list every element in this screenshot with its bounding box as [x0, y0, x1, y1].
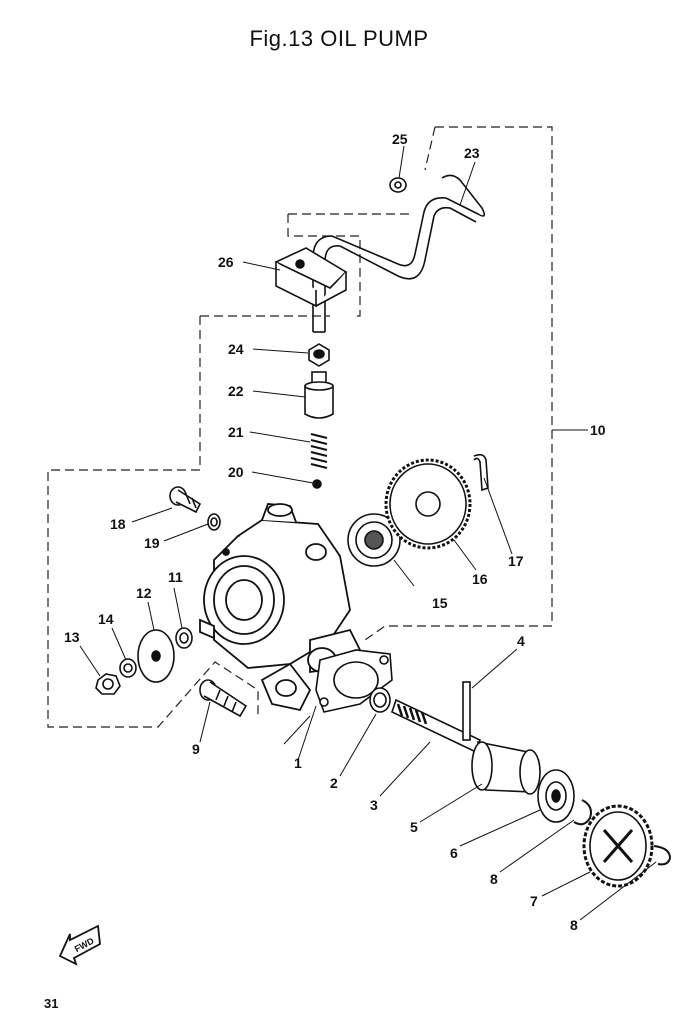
driven-gear-assembly: [347, 453, 489, 567]
callout-6: 6: [450, 845, 458, 861]
callout-22: 22: [228, 383, 244, 399]
forward-arrow-icon: [58, 924, 101, 966]
leader-lines: [79, 145, 657, 921]
callout-11: 11: [168, 569, 183, 585]
callout-24: 24: [228, 341, 244, 357]
gaskets: [315, 649, 393, 713]
callout-8-upper: 8: [490, 871, 498, 887]
callout-12: 12: [136, 585, 152, 601]
callout-23: 23: [464, 145, 480, 161]
callout-17: 17: [508, 553, 524, 569]
check-valve-stack: [304, 343, 334, 489]
delivery-pipe: [312, 174, 486, 333]
callout-26: 26: [218, 254, 234, 270]
pipe-clip-25: [389, 177, 407, 193]
oil-pump-body: [199, 503, 362, 712]
figure-title: Fig.13 OIL PUMP: [249, 26, 429, 51]
callout-21: 21: [228, 424, 244, 440]
screws: [169, 486, 248, 718]
callout-9: 9: [192, 741, 200, 757]
callout-19: 19: [144, 535, 160, 551]
callout-14: 14: [98, 611, 114, 627]
callout-20: 20: [228, 464, 244, 480]
callout-16: 16: [472, 571, 488, 587]
callout-labels: 1 2 3 4 5 6 7 8 8 9 10 11 12 13 14 15 16…: [64, 131, 606, 933]
callout-3: 3: [370, 797, 378, 813]
callout-25: 25: [392, 131, 408, 147]
callout-13: 13: [64, 629, 80, 645]
assembly-outline-10: [47, 126, 553, 728]
callout-5: 5: [410, 819, 418, 835]
callout-2: 2: [330, 775, 338, 791]
adjust-hardware: [95, 627, 193, 695]
callout-10: 10: [590, 422, 606, 438]
callout-18: 18: [110, 516, 126, 532]
callout-4: 4: [517, 633, 525, 649]
callout-1: 1: [294, 755, 302, 771]
callout-7: 7: [530, 893, 538, 909]
callout-8-lower: 8: [570, 917, 578, 933]
page-number: 31: [44, 996, 59, 1011]
callout-15: 15: [432, 595, 448, 611]
pipe-holder-plate-26: [274, 247, 348, 308]
drive-shaft-assembly: [391, 681, 672, 888]
